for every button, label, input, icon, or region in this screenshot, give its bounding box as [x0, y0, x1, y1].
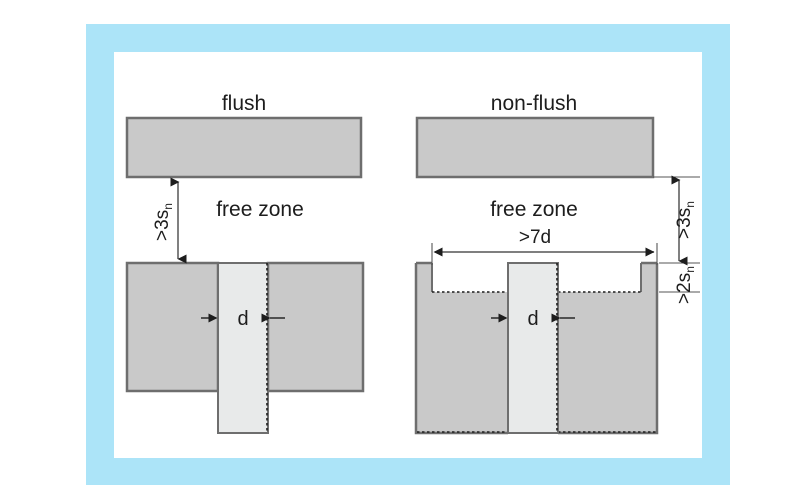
- non-flush-free-zone-label: free zone: [490, 198, 578, 221]
- non-flush-recess-label: >2sn: [674, 266, 697, 304]
- non-flush-width-label: >7d: [519, 227, 551, 248]
- non-flush-clearance-label: >3sn: [674, 201, 697, 239]
- flush-mount-block-right: [266, 261, 365, 393]
- panel-flush-title: flush: [222, 92, 266, 115]
- panel-non-flush-title: non-flush: [491, 92, 577, 115]
- panel-non-flush: non-flush free zone: [414, 92, 700, 435]
- flush-diameter-label: d: [237, 308, 248, 330]
- flush-sensor-body: [217, 262, 269, 434]
- non-flush-block-outline-left: [414, 263, 508, 435]
- flush-target-plate: [125, 116, 363, 179]
- non-flush-block-outline-right: [558, 263, 659, 435]
- non-flush-mount-block-left: [416, 263, 508, 433]
- non-flush-mount-block-right: [558, 263, 657, 433]
- non-flush-diameter-label: d: [527, 308, 538, 330]
- flush-clearance-label: >3sn: [152, 203, 175, 241]
- non-flush-target-plate: [415, 116, 655, 179]
- flush-free-zone-label: free zone: [216, 198, 304, 221]
- flush-mount-block-left: [125, 261, 220, 393]
- non-flush-sensor-body: [507, 262, 559, 434]
- panel-flush: flush >3sn free zone d: [125, 92, 365, 434]
